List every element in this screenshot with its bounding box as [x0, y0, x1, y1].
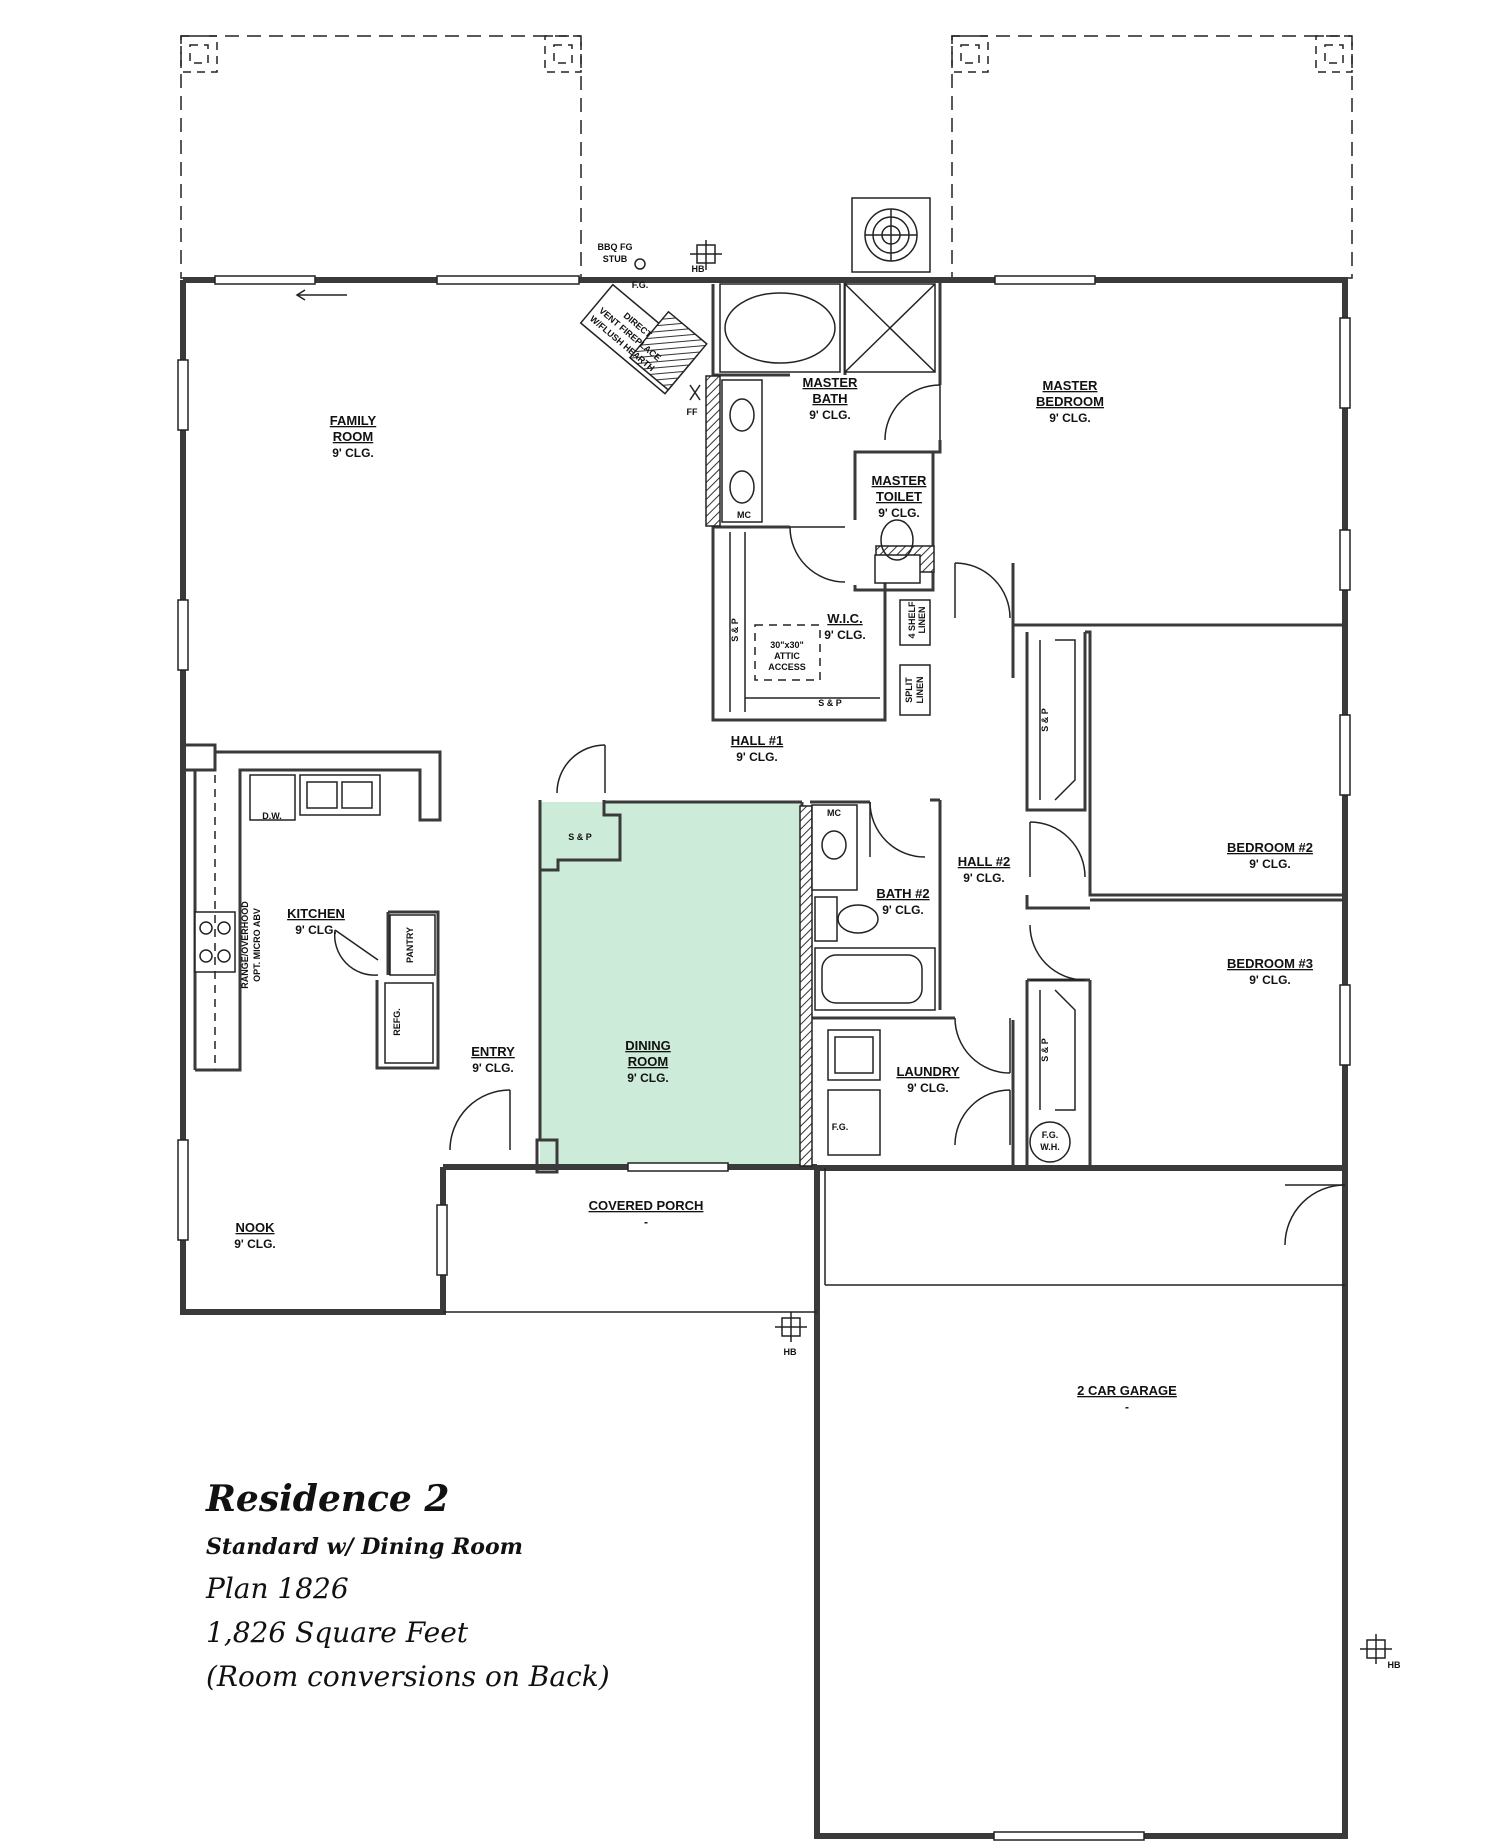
kitchen-fixtures: D.W. RANGE/OVERHOOD OPT. MICRO ABV PANTR…	[194, 774, 436, 1070]
svg-text:9' CLG.: 9' CLG.	[878, 506, 920, 520]
svg-text:9' CLG.: 9' CLG.	[809, 408, 851, 422]
svg-text:LINEN: LINEN	[917, 607, 927, 634]
entry-label: ENTRY	[471, 1044, 515, 1059]
svg-text:F.G.: F.G.	[832, 1122, 849, 1132]
svg-text:ROOM: ROOM	[628, 1054, 668, 1069]
hall2-label: HALL #2	[958, 854, 1011, 869]
conversion-note: (Room conversions on Back)	[206, 1660, 610, 1693]
fg-label: F.G.	[632, 280, 649, 290]
square-feet: 1,826 Square Feet	[206, 1616, 469, 1649]
covered-porch-label: COVERED PORCH	[589, 1198, 704, 1213]
svg-text:ACCESS: ACCESS	[768, 662, 806, 672]
ac-unit	[851, 197, 931, 273]
svg-text:W.H.: W.H.	[1040, 1142, 1060, 1152]
svg-text:30"x30": 30"x30"	[770, 640, 804, 650]
patio-left	[180, 35, 582, 279]
hose-bib-porch: HB	[775, 1312, 807, 1357]
wic-label: W.I.C.	[827, 611, 862, 626]
svg-text:S & P: S & P	[730, 618, 740, 642]
bbq-label-1: BBQ FG	[598, 242, 633, 252]
svg-text:9' CLG.: 9' CLG.	[332, 446, 374, 460]
master-bath-label: MASTER	[803, 375, 859, 390]
master-bath-fixtures: MC	[719, 283, 936, 584]
dining-room-highlight	[540, 802, 802, 1165]
fireplace: DIRECT VENT FIREPLACE W/FLUSH HEARTH	[579, 283, 708, 395]
svg-text:9' CLG.: 9' CLG.	[963, 871, 1005, 885]
svg-text:9' CLG.: 9' CLG.	[1249, 973, 1291, 987]
kitchen-label: KITCHEN	[287, 906, 345, 921]
svg-text:ROOM: ROOM	[333, 429, 373, 444]
svg-text:OPT. MICRO ABV: OPT. MICRO ABV	[252, 908, 262, 982]
svg-text:RANGE/OVERHOOD: RANGE/OVERHOOD	[240, 901, 250, 989]
svg-text:9' CLG.: 9' CLG.	[907, 1081, 949, 1095]
svg-text:TOILET: TOILET	[876, 489, 922, 504]
svg-text:LINEN: LINEN	[915, 677, 925, 704]
bedroom2-label: BEDROOM #2	[1227, 840, 1313, 855]
svg-text:S & P: S & P	[818, 698, 842, 708]
svg-text:9' CLG.: 9' CLG.	[882, 903, 924, 917]
svg-text:-: -	[1125, 1400, 1129, 1414]
svg-text:S & P: S & P	[1040, 1038, 1050, 1062]
bath2-label: BATH #2	[876, 886, 929, 901]
master-toilet-label: MASTER	[872, 473, 928, 488]
svg-text:9' CLG.: 9' CLG.	[234, 1237, 276, 1251]
laundry-fixtures: F.G.	[827, 1029, 881, 1156]
residence-title: Residence 2	[206, 1478, 450, 1520]
residence-subtitle: Standard w/ Dining Room	[206, 1534, 523, 1560]
svg-text:9' CLG.: 9' CLG.	[1249, 857, 1291, 871]
hall1-label: HALL #1	[731, 733, 784, 748]
dining-room-label: DINING	[625, 1038, 671, 1053]
svg-text:9' CLG.: 9' CLG.	[295, 923, 337, 937]
svg-text:9' CLG.: 9' CLG.	[627, 1071, 669, 1085]
family-room-label: FAMILY	[330, 413, 377, 428]
laundry-label: LAUNDRY	[896, 1064, 959, 1079]
svg-text:REFG.: REFG.	[392, 1008, 402, 1036]
bath2-fixtures: MC	[811, 804, 936, 1011]
master-bedroom-label: MASTER	[1043, 378, 1099, 393]
windows	[177, 275, 1351, 1841]
ff-symbol: FF	[687, 384, 701, 417]
svg-text:S & P: S & P	[568, 832, 592, 842]
svg-text:S & P: S & P	[1040, 708, 1050, 732]
svg-text:MC: MC	[737, 510, 751, 520]
svg-text:9' CLG.: 9' CLG.	[824, 628, 866, 642]
doors	[295, 289, 1346, 1286]
svg-text:PANTRY: PANTRY	[405, 927, 415, 963]
svg-text:BEDROOM: BEDROOM	[1036, 394, 1104, 409]
svg-text:F.G.: F.G.	[1042, 1130, 1059, 1140]
svg-text:-: -	[644, 1215, 648, 1229]
svg-text:9' CLG.: 9' CLG.	[736, 750, 778, 764]
garage-label: 2 CAR GARAGE	[1077, 1383, 1177, 1398]
hose-bib-top: HB	[690, 240, 722, 274]
svg-text:HB: HB	[784, 1347, 797, 1357]
svg-text:9' CLG.: 9' CLG.	[472, 1061, 514, 1075]
svg-text:FF: FF	[687, 407, 698, 417]
svg-text:MC: MC	[827, 808, 841, 818]
plan-number: Plan 1826	[206, 1572, 349, 1605]
svg-text:HB: HB	[1388, 1660, 1401, 1670]
bedroom3-label: BEDROOM #3	[1227, 956, 1313, 971]
svg-text:ATTIC: ATTIC	[774, 651, 800, 661]
hose-bib-garage: HB	[1360, 1634, 1401, 1670]
svg-text:SPLIT: SPLIT	[904, 677, 914, 703]
svg-text:HB: HB	[692, 264, 705, 274]
nook-label: NOOK	[236, 1220, 276, 1235]
svg-text:9' CLG.: 9' CLG.	[1049, 411, 1091, 425]
bbq-label-2: STUB	[603, 254, 628, 264]
patio-right	[951, 35, 1353, 279]
svg-text:D.W.: D.W.	[262, 811, 282, 821]
svg-text:BATH: BATH	[812, 391, 847, 406]
svg-text:4 SHELF: 4 SHELF	[907, 601, 917, 639]
